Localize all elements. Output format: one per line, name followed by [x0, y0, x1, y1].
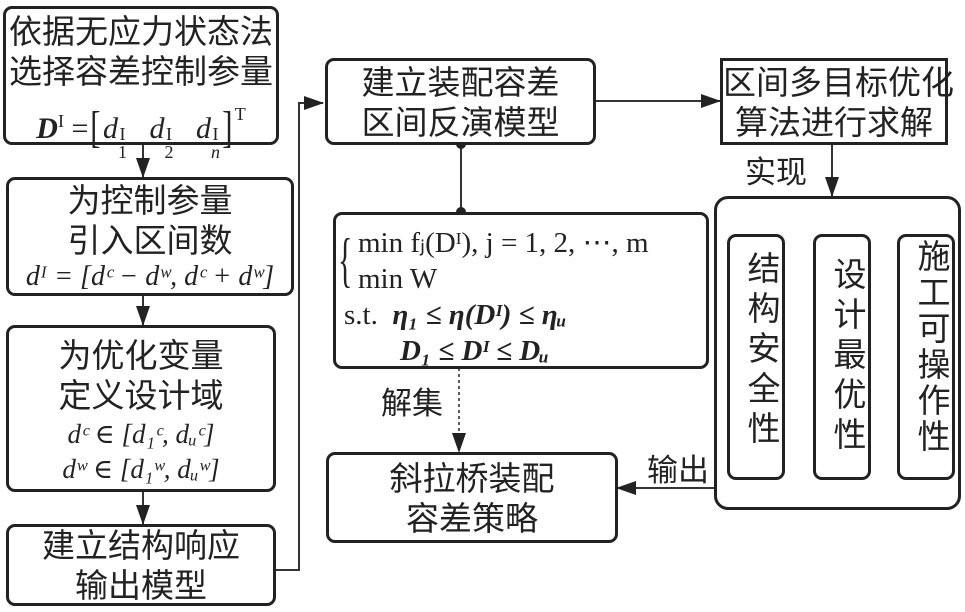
objective-text-2: 设计最优性: [828, 257, 867, 457]
inverse-model-line1: 建立装配容差: [361, 63, 560, 102]
objective-structural-safety: 结构安全性: [727, 234, 785, 480]
select-params-line2: 选择容差控制参量: [9, 52, 273, 91]
solve-algorithm-box: 区间多目标优化 算法进行求解: [720, 58, 954, 145]
objective-2: min W: [358, 263, 438, 295]
strategy-box: 斜拉桥装配 容差策略: [326, 452, 618, 543]
interval-numbers-box: 为控制参量 引入区间数 dᴵ = [dᶜ − dʷ, dᶜ + dʷ]: [6, 177, 294, 296]
design-domain-formula2: dʷ ∈ [d₁ʷ, dᵤʷ]: [62, 454, 220, 484]
edge-label-output: 输出: [647, 453, 709, 489]
constraint-1: η₁ ≤ η(Dᴵ) ≤ ηᵤ: [392, 299, 567, 331]
objectives-group-box: 结构安全性 设计最优性 施工可操作性: [714, 196, 961, 510]
interval-numbers-formula: dᴵ = [dᶜ − dʷ, dᶜ + dʷ]: [25, 261, 275, 292]
response-model-line2: 输出模型: [75, 566, 207, 605]
interval-numbers-line2: 引入区间数: [67, 221, 233, 260]
edge-label-realize: 实现: [745, 155, 807, 191]
objective-1: min fⱼ(Dᴵ), j = 1, 2, ⋯, m: [358, 227, 649, 259]
design-domain-box: 为优化变量 定义设计域 dᶜ ∈ [d₁ᶜ, dᵤᶜ] dʷ ∈ [d₁ʷ, d…: [6, 325, 276, 492]
design-domain-line2: 定义设计域: [58, 376, 224, 415]
objective-construction-operability: 施工可操作性: [897, 234, 955, 480]
optimization-problem-box: { min fⱼ(Dᴵ), j = 1, 2, ⋯, m min W s.t. …: [333, 212, 709, 369]
constraint-2: D₁ ≤ Dᴵ ≤ Dᵤ: [400, 335, 549, 367]
design-domain-line1: 为优化变量: [58, 336, 224, 375]
strategy-line1: 斜拉桥装配: [389, 459, 555, 498]
response-model-line1: 建立结构响应: [42, 526, 240, 565]
brace: {: [338, 227, 353, 293]
select-params-line1: 依据无应力状态法: [9, 12, 273, 51]
objective-text-1: 结构安全性: [742, 251, 781, 451]
design-domain-formula1: dᶜ ∈ [d₁ᶜ, dᵤᶜ]: [67, 419, 215, 449]
arrow-response-to-inverse: [275, 96, 324, 571]
edge-label-solution-set: 解集: [381, 386, 443, 422]
response-model-box: 建立结构响应 输出模型: [6, 524, 276, 606]
vector-D: D: [36, 112, 58, 145]
inverse-model-box: 建立装配容差 区间反演模型: [325, 58, 596, 145]
subject-to-label: s.t.: [344, 299, 378, 331]
inverse-model-line2: 区间反演模型: [361, 103, 560, 142]
strategy-line2: 容差策略: [406, 499, 538, 538]
objective-text-3: 施工可操作性: [912, 239, 951, 455]
solve-algorithm-line2: 算法进行求解: [735, 103, 933, 142]
solve-algorithm-line1: 区间多目标优化: [723, 63, 954, 102]
optimization-formulas: { min fⱼ(Dᴵ), j = 1, 2, ⋯, m min W s.t. …: [338, 225, 649, 369]
interval-numbers-line1: 为控制参量: [67, 181, 233, 220]
objective-design-optimality: 设计最优性: [813, 234, 871, 480]
